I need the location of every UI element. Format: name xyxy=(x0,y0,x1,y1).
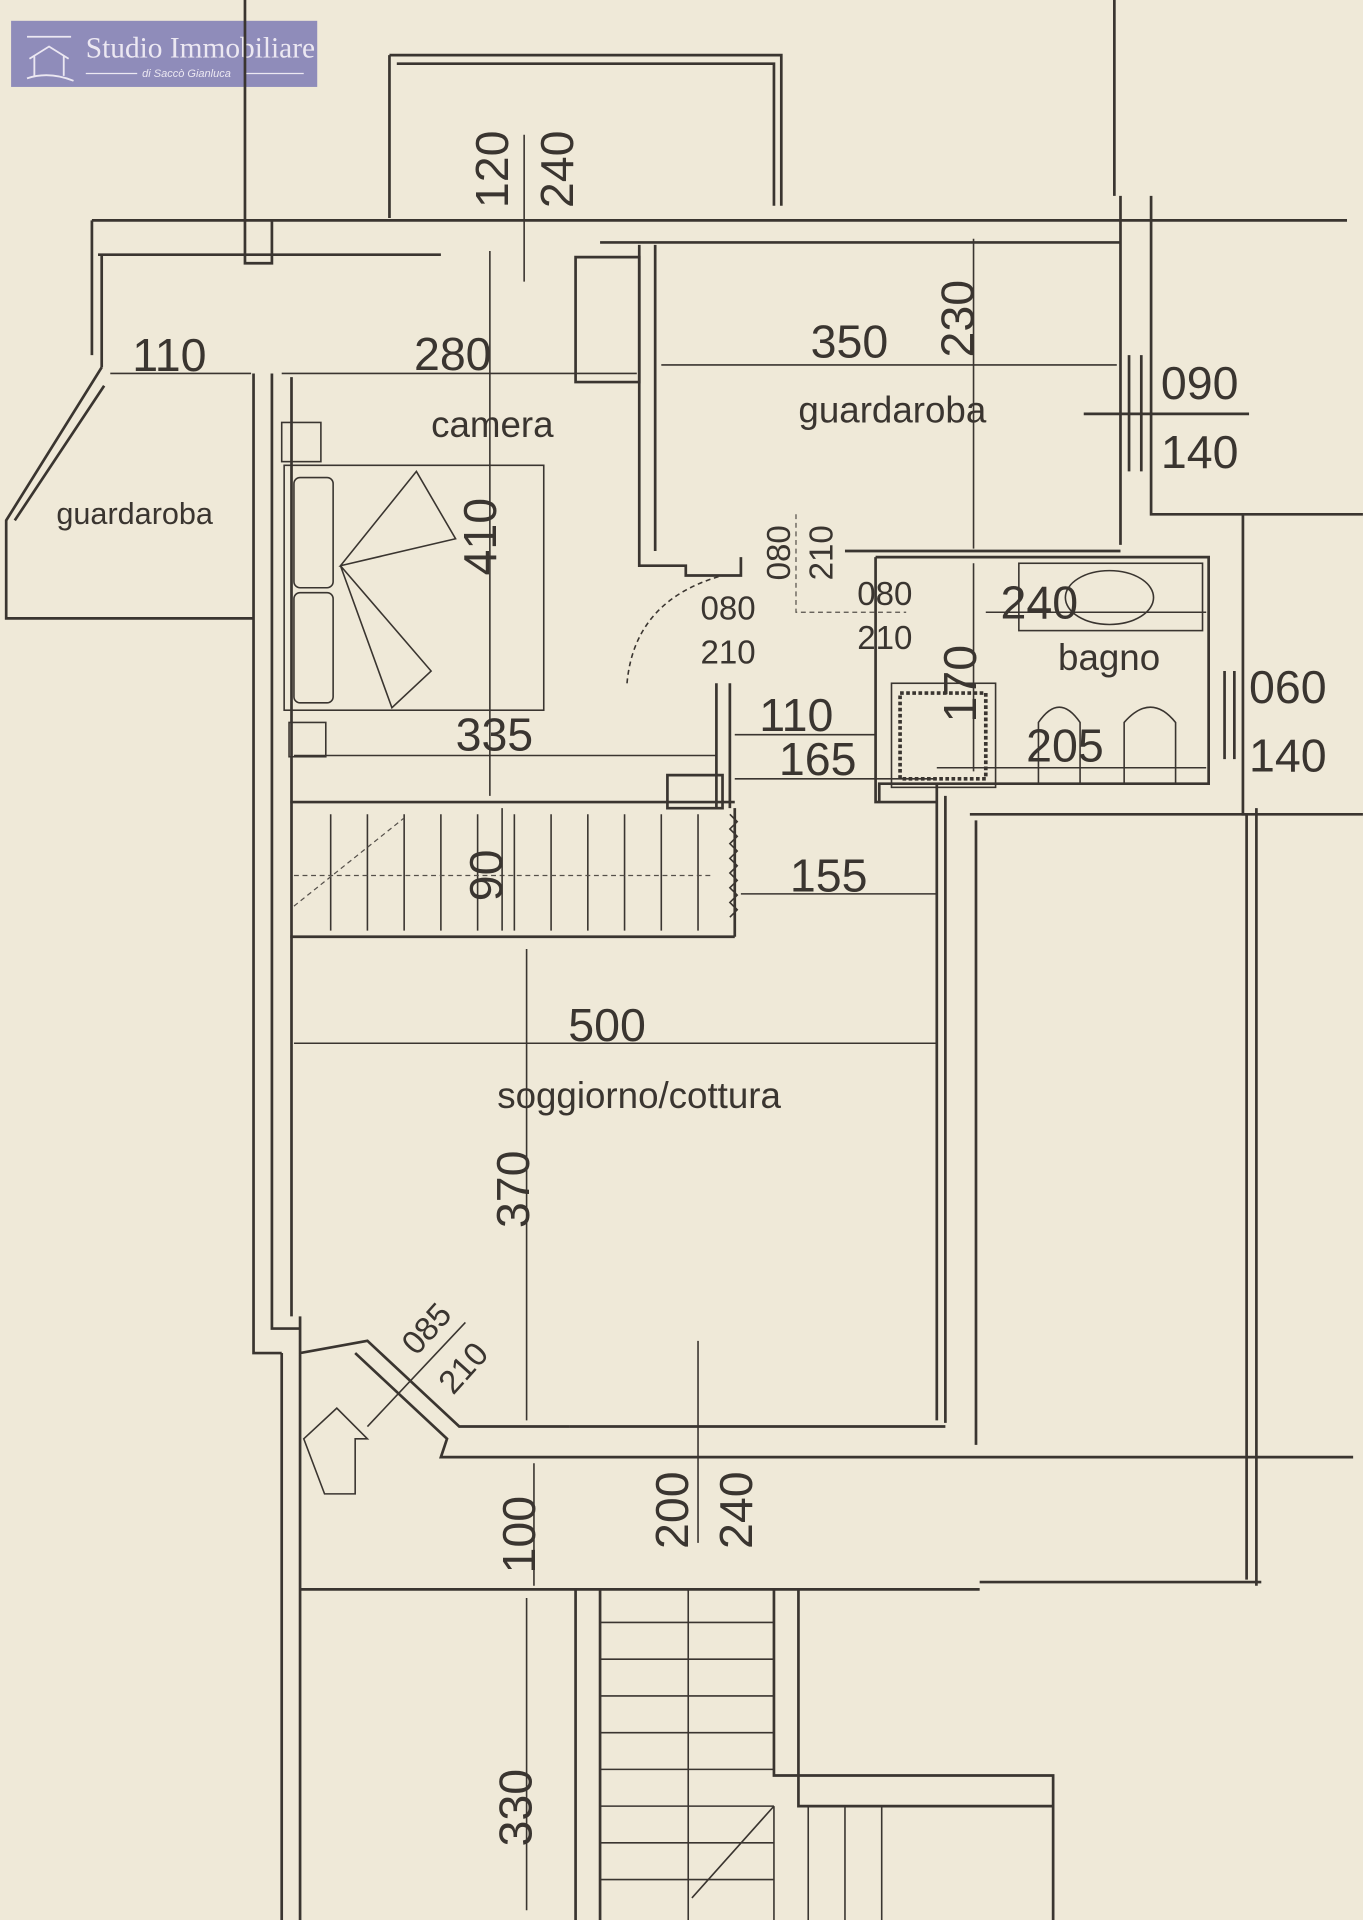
dim-label: 240 xyxy=(710,1471,762,1549)
dim-label: 370 xyxy=(487,1151,539,1229)
washbasin xyxy=(1018,562,1204,632)
door-height: 210 xyxy=(804,525,841,580)
dimension-lines xyxy=(110,134,1207,1911)
house-logo-icon xyxy=(26,35,74,82)
dim-label: 410 xyxy=(454,498,506,576)
room-label-camera: camera xyxy=(431,404,554,445)
dim-label: 500 xyxy=(568,999,646,1051)
door-width: 080 xyxy=(857,576,912,613)
door-width: 080 xyxy=(700,591,755,628)
studio-logo: Studio Immobiliare di Saccò Gianluca xyxy=(11,20,318,87)
window-width: 060 xyxy=(1249,661,1327,713)
room-label-guardaroba: guardaroba xyxy=(798,389,986,430)
dim-label: 240 xyxy=(1000,576,1078,628)
vertical-dimensions: 120 240 230 410 170 90 370 100 200 240 3… xyxy=(454,131,986,1847)
window-width: 090 xyxy=(1161,357,1239,409)
window-height: 140 xyxy=(1161,426,1239,478)
dim-label: 280 xyxy=(414,328,492,380)
dim-label: 205 xyxy=(1026,720,1104,772)
toilet xyxy=(1123,706,1177,785)
logo-subtitle: di Saccò Gianluca xyxy=(142,68,231,80)
dim-label: 110 xyxy=(759,689,833,741)
logo-title: Studio Immobiliare xyxy=(86,33,315,65)
bidet xyxy=(1037,706,1081,785)
dim-label: 110 xyxy=(132,329,206,381)
dim-label: 335 xyxy=(456,709,534,761)
shower-tray xyxy=(890,682,997,789)
dim-label: 100 xyxy=(493,1496,545,1574)
dim-label: 90 xyxy=(460,849,512,901)
windows xyxy=(1083,355,1250,760)
window-height: 140 xyxy=(1249,729,1327,781)
door-width: 080 xyxy=(761,525,798,580)
furniture xyxy=(280,421,1204,1495)
walls xyxy=(4,0,1363,1920)
room-label-bagno: bagno xyxy=(1058,637,1160,678)
dim-label: 350 xyxy=(811,316,889,368)
dim-label: 120 xyxy=(466,131,518,209)
dim-label: 240 xyxy=(531,131,583,209)
room-label-guardaroba-left: guardaroba xyxy=(56,497,214,531)
door-height: 210 xyxy=(857,620,912,657)
dim-label: 170 xyxy=(934,645,986,723)
entrance-arrow-icon xyxy=(302,1407,370,1495)
dim-label: 155 xyxy=(790,849,868,901)
room-label-soggiorno: soggiorno/cottura xyxy=(497,1075,781,1116)
dim-label: 330 xyxy=(490,1769,542,1847)
dim-label: 200 xyxy=(646,1471,698,1549)
dim-label: 230 xyxy=(932,280,984,358)
horizontal-dimensions: 110 280 350 335 110 165 155 500 240 205 xyxy=(132,316,1103,1051)
dim-label: 165 xyxy=(779,733,857,785)
double-bed xyxy=(283,464,545,711)
door-height: 210 xyxy=(700,635,755,672)
